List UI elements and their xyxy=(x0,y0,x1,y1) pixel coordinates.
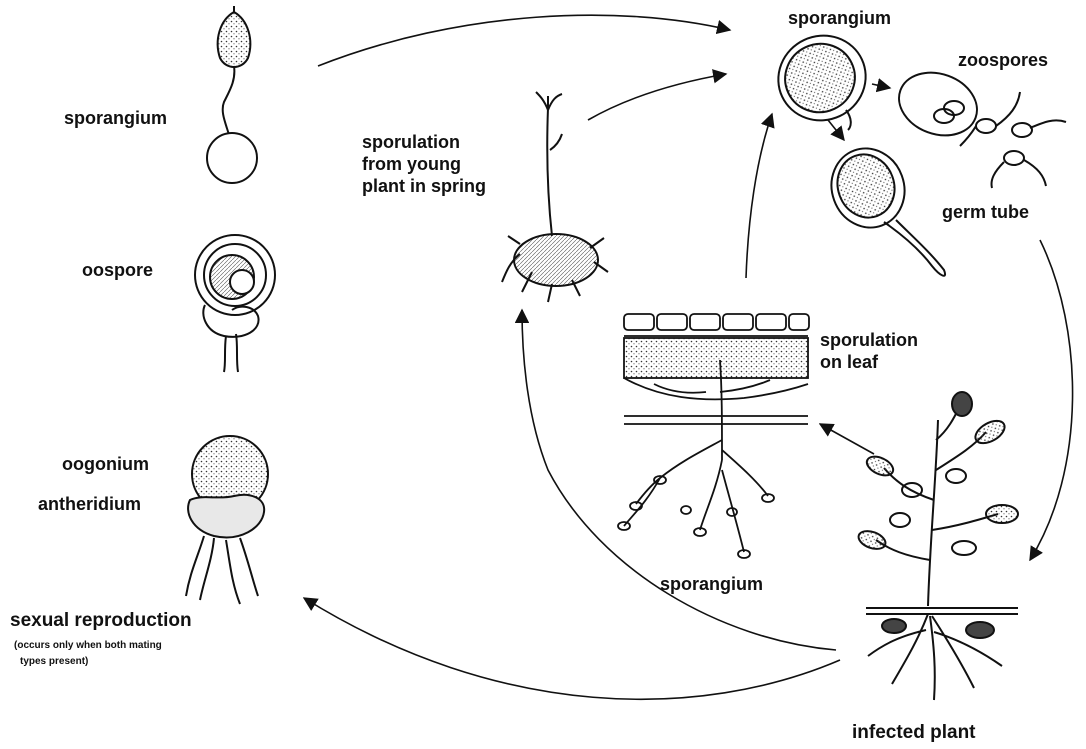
infected-plant-drawing xyxy=(856,392,1018,700)
label-sporulation-spring-line2: from young xyxy=(362,154,461,174)
label-infected-plant: infected plant xyxy=(852,722,976,743)
label-sporulation-leaf-line2: on leaf xyxy=(820,352,879,372)
oospore-drawing xyxy=(195,235,275,372)
label-sporangium-bottom: sporangium xyxy=(660,574,763,594)
germ-tube-sporangium-drawing xyxy=(820,138,945,276)
arrow-germ-tube-to-infected-plant xyxy=(1030,240,1073,560)
label-sporangium-top-right: sporangium xyxy=(788,8,891,28)
label-sporulation-leaf-line1: sporulation xyxy=(820,330,918,350)
arrow-to-zoospores xyxy=(872,84,890,88)
arrow-leaf-up-to-sporangium xyxy=(746,114,772,278)
sporangium-top-left-drawing xyxy=(207,6,257,183)
arrow-sporangium-to-sporangium xyxy=(318,15,730,66)
label-sporulation-spring-line1: sporulation xyxy=(362,132,460,152)
label-sexual-reproduction: sexual reproduction xyxy=(10,610,192,631)
sporangium-top-right-drawing xyxy=(764,21,879,134)
label-sexual-note-line2: types present) xyxy=(20,656,88,667)
label-germ-tube: germ tube xyxy=(942,202,1029,222)
zoospores-drawing xyxy=(890,62,1066,188)
label-oospore: oospore xyxy=(82,260,153,280)
label-sporulation-spring-line3: plant in spring xyxy=(362,176,486,196)
leaf-cross-section-drawing xyxy=(618,314,809,558)
arrow-young-plant-to-sporangium xyxy=(588,74,726,120)
arrow-infected-plant-to-leaf xyxy=(820,424,874,454)
label-sporangium-top-left: sporangium xyxy=(64,108,167,128)
arrow-to-germ-tube-sporangium xyxy=(828,120,844,140)
arrow-infected-plant-to-sexual-reproduction xyxy=(304,598,840,699)
label-oogonium: oogonium xyxy=(62,454,149,474)
young-plant-drawing xyxy=(502,92,608,302)
label-antheridium: antheridium xyxy=(38,494,141,514)
label-zoospores: zoospores xyxy=(958,50,1048,70)
label-sexual-note-line1: (occurs only when both mating xyxy=(14,640,162,651)
oogonium-antheridium-drawing xyxy=(186,436,268,604)
